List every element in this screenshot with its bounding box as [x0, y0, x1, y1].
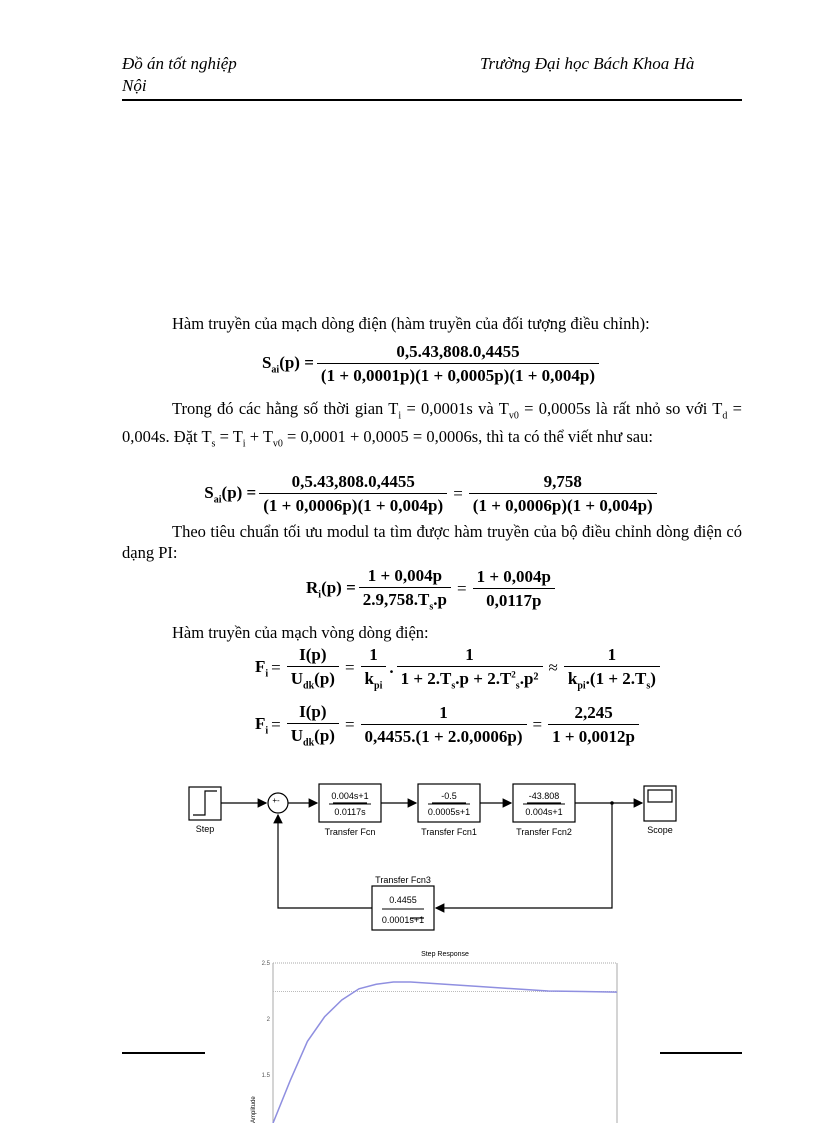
- tf-den: 0.0117s: [334, 807, 366, 817]
- header-doc-type: Đồ án tốt nghiệp: [122, 54, 237, 73]
- paragraph-time-constants: Trong đó các hằng số thời gian Ti = 0,00…: [122, 399, 742, 450]
- tf2-den: 0.004s+1: [525, 807, 562, 817]
- equation-sai-1: Sai(p) = 0,5.43,808.0,4455(1 + 0,0001p)(…: [122, 342, 742, 386]
- y-tick-label: 2.5: [262, 961, 271, 967]
- tf1-num: -0.5: [441, 791, 457, 801]
- tf3-num: 0.4455: [389, 895, 417, 905]
- paragraph-loop: Hàm truyền của mạch vòng dòng điện:: [172, 623, 429, 642]
- tf-num: 0.004s+1: [331, 791, 368, 801]
- step-response-line: [272, 981, 618, 1123]
- sum-signs: +-: [272, 796, 280, 805]
- y-tick-label: 1.5: [262, 1073, 271, 1079]
- plot-title: Step Response: [421, 951, 469, 958]
- tf1-name: Transfer Fcn1: [421, 827, 477, 837]
- tf-name: Transfer Fcn: [325, 827, 376, 837]
- header-doc-type-cont: Nội: [122, 76, 147, 95]
- tf2-name: Transfer Fcn2: [516, 827, 572, 837]
- header-left: Đồ án tốt nghiệp Nội: [122, 54, 237, 96]
- scope-block: [643, 785, 677, 822]
- scope-label: Scope: [647, 825, 673, 835]
- footer-line-right: [660, 1052, 742, 1054]
- header-right: Trường Đại học Bách Khoa Hà: [480, 54, 695, 73]
- footer-line-left: [122, 1052, 205, 1054]
- tf3-name: Transfer Fcn3: [375, 875, 431, 885]
- paragraph-intro: Hàm truyền của mạch dòng điện (hàm truyề…: [172, 314, 650, 333]
- step-response-plot: Step Response Amplitude 1.5 2 2.5: [251, 951, 618, 1123]
- y-tick-label: 2: [267, 1017, 271, 1023]
- paragraph-pi: Theo tiêu chuẩn tối ưu modul ta tìm được…: [122, 522, 742, 562]
- equation-sai-2: Sai(p) = 0,5.43,808.0,4455(1 + 0,0006p)(…: [122, 472, 742, 516]
- tf2-num: -43.808: [529, 791, 560, 801]
- plot-ylabel: Amplitude: [251, 1096, 257, 1123]
- header-divider: [122, 99, 742, 101]
- step-label: Step: [196, 824, 215, 834]
- tf1-den: 0.0005s+1: [428, 807, 470, 817]
- tf3-den: 0.0001s+1: [382, 915, 424, 925]
